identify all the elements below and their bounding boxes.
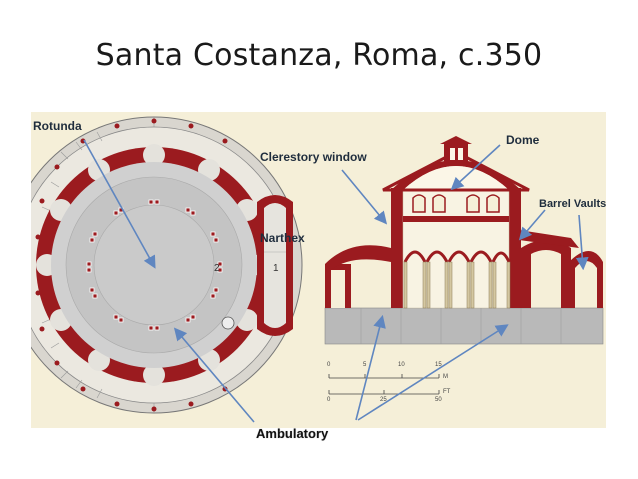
scale-bar xyxy=(328,374,440,395)
label-barrel-vaults: Barrel Vaults xyxy=(539,198,607,210)
label-clerestory: Clerestory window xyxy=(260,150,367,164)
figure-panel: 2 1 0 5 10 15 M 0 25 50 FT xyxy=(5,112,606,428)
scale-ft-25: 25 xyxy=(380,397,387,403)
label-rotunda: Rotunda xyxy=(33,119,82,133)
scale-m-unit: M xyxy=(443,374,448,380)
arrow-rotunda xyxy=(83,139,156,269)
arrow-ambulatory-section-1 xyxy=(355,314,386,421)
arrow-ambulatory-plan xyxy=(173,327,255,423)
scale-m-5: 5 xyxy=(363,362,367,368)
arrow-barrel-1 xyxy=(518,209,546,241)
scale-m-0: 0 xyxy=(327,362,331,368)
scale-m-10: 10 xyxy=(398,362,405,368)
plan-number-2: 2 xyxy=(214,263,220,274)
arrow-barrel-2 xyxy=(575,214,589,271)
plan-number-1: 1 xyxy=(273,263,279,274)
cross-section xyxy=(324,136,604,345)
arrow-clerestory xyxy=(341,169,388,225)
scale-ft-50: 50 xyxy=(435,397,442,403)
slide-title: Santa Costanza, Roma, c.350 xyxy=(95,38,543,73)
architecture-drawing xyxy=(5,116,604,414)
scale-ft-unit: FT xyxy=(443,389,451,395)
label-narthex: Narthex xyxy=(260,231,305,245)
scale-ft-0: 0 xyxy=(327,397,331,403)
arrow-dome xyxy=(450,144,501,191)
arrow-ambulatory-section-2 xyxy=(357,324,509,421)
label-ambulatory: Ambulatory xyxy=(256,426,329,441)
scale-m-15: 15 xyxy=(435,362,442,368)
label-dome: Dome xyxy=(506,133,540,147)
